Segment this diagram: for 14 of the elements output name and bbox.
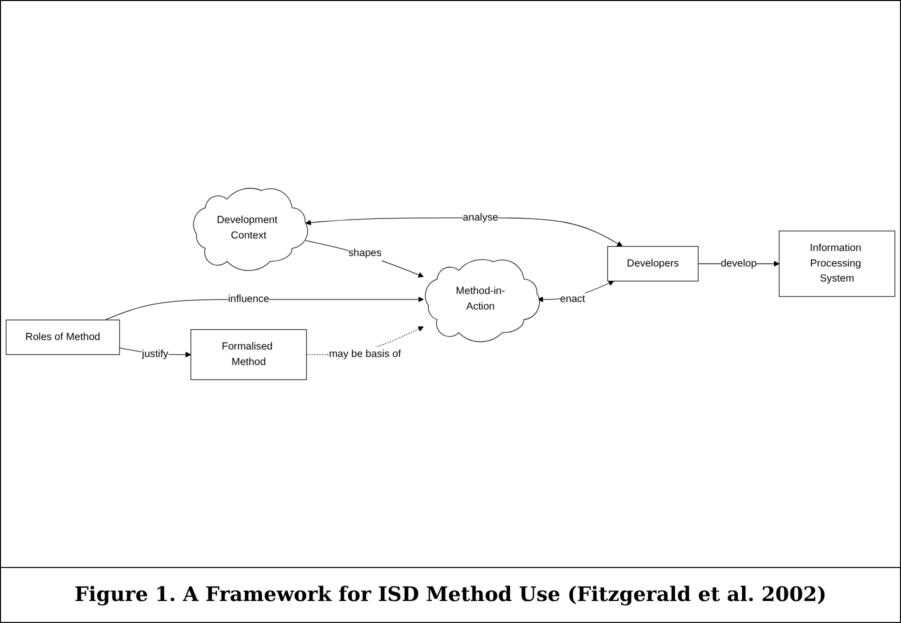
edge-label: develop: [720, 258, 757, 269]
edge-label: analyse: [462, 212, 498, 223]
edge-label: justify: [142, 348, 168, 360]
edge-label: may be basis of: [328, 348, 401, 360]
node-box: Developers: [607, 246, 699, 282]
arrow: [305, 240, 424, 278]
node-box: Formalised Method: [190, 329, 307, 380]
edge-label: shapes: [348, 248, 382, 259]
figure-caption: Figure 1. A Framework for ISD Method Use (Fitzgerald et al. 2002): [73, 581, 828, 608]
edge-label: enact: [560, 294, 586, 305]
node-box: Roles of Method: [6, 320, 120, 355]
edge-label: influence: [228, 294, 270, 305]
node-box: Information Processing System: [778, 230, 896, 297]
arrow: [305, 218, 623, 247]
